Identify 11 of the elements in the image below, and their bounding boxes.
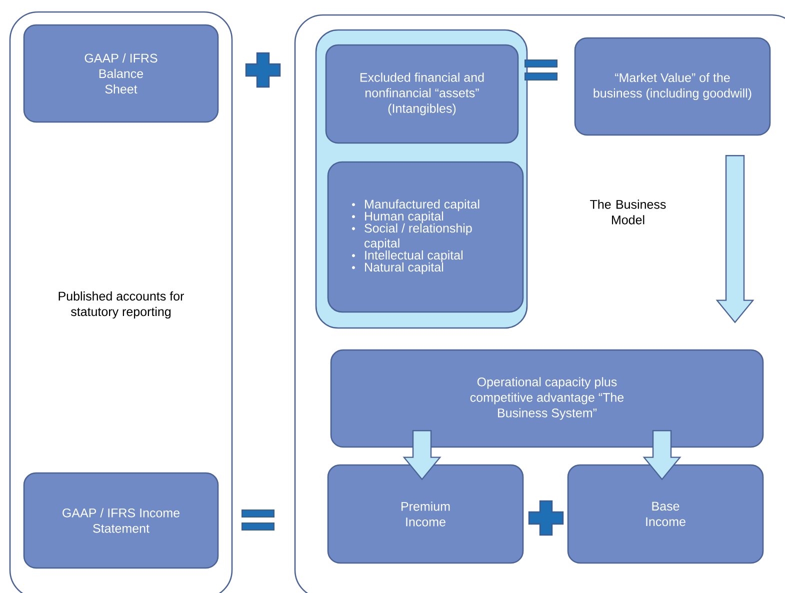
rounded-box: Premium Income [327, 464, 524, 564]
rounded-box: Base Income [567, 464, 764, 564]
rounded-box: GAAP / IFRS Balance Sheet [23, 24, 219, 123]
bullet-list-box: Manufactured capital Human capital Social / relationship capital Intellectual capital Natural capital [327, 161, 524, 313]
block-arrow [716, 155, 754, 324]
block-arrow [642, 430, 682, 480]
rounded-box: Excluded financial and nonfinancial “assets” (Intangibles) [325, 44, 519, 144]
rounded-box: Operational capacity plus competitive advantage “The Business System” [330, 349, 764, 448]
rounded-box: GAAP / IFRS Income Statement [23, 472, 219, 569]
block-arrow [402, 430, 442, 480]
rounded-box: “Market Value” of the business (including goodwill) [574, 37, 771, 136]
